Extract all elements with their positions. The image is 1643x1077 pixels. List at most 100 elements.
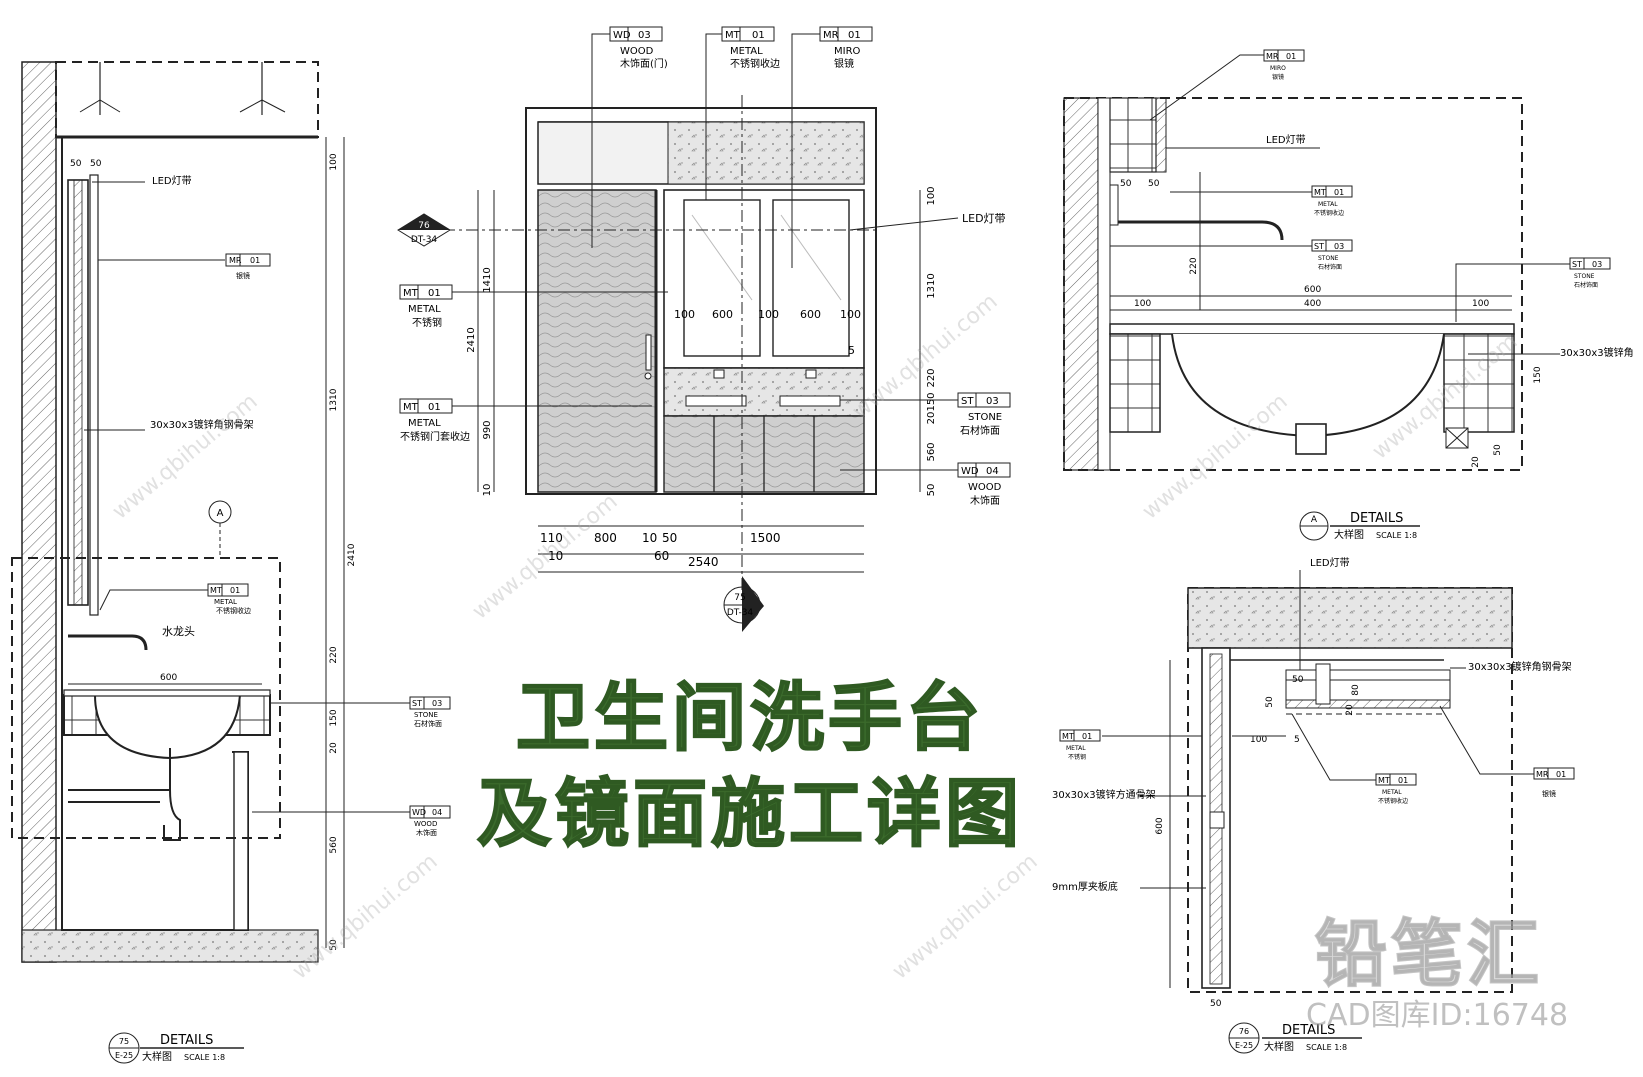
tag-code: ST	[1572, 260, 1582, 269]
middle-elevation: 76 DT-34 75 DT-34 1410 2410 990 10 100 1…	[397, 26, 1011, 632]
dim: 5	[848, 344, 855, 357]
dim: 220	[926, 368, 937, 387]
detail-num: 75	[119, 1037, 129, 1046]
tag-wd04-mid: WD 04 WOOD 木饰面	[840, 462, 1011, 507]
elev-bottom-dims: 110 800 10 50 1500 10 60 2540	[540, 531, 781, 569]
dim: 600	[1304, 285, 1321, 295]
tag-mr01-top: MR 01 MIRO 银镜	[791, 26, 873, 268]
watermark-logo: 铅笔汇	[1314, 911, 1544, 997]
mark-num: 75	[734, 593, 745, 603]
dim: 100	[1134, 299, 1151, 309]
dim: 50	[926, 484, 937, 497]
tag-code: ST	[412, 699, 422, 708]
tag-cn: 银镜	[834, 57, 854, 70]
tag-mt01-p2: MT 01 METAL 不锈钢收边	[1291, 713, 1417, 805]
tag-num: 01	[1334, 188, 1344, 197]
tag-num: 03	[1592, 260, 1602, 269]
tag-num: 01	[230, 586, 240, 595]
tag-mt01-p: MT 01 METAL 不锈钢	[1059, 729, 1202, 761]
dim: 60	[654, 549, 669, 563]
dim: 100	[758, 308, 779, 321]
detail-a-dims: 50 50 220 600 100 400 100 150 20 50	[1120, 179, 1543, 468]
tag-en: WOOD	[414, 820, 437, 828]
dim: 50	[1210, 999, 1222, 1009]
watermark-site: www.qbihui.com	[288, 849, 443, 984]
tag-cn: 石材饰面	[414, 719, 442, 728]
led-label: LED灯带	[152, 175, 192, 187]
dim: 1410	[482, 267, 493, 292]
dim: 20	[1471, 456, 1481, 468]
tag-cn: 不锈钢门套收边	[400, 430, 470, 443]
elev-right-dims: 100 1310 220 150 20 560 50	[926, 186, 937, 496]
tag-code: WD	[613, 30, 631, 41]
tag-code: WD	[412, 808, 426, 817]
tag-code: MT	[1062, 732, 1074, 741]
tag-mt01-left1: MT 01 METAL 不锈钢	[399, 284, 668, 329]
tag-num: 03	[1334, 242, 1344, 251]
detail-a: 50 50 220 600 100 400 100 150 20 50 LED灯…	[1063, 49, 1634, 541]
tag-code: MT	[1314, 188, 1326, 197]
dim: 100	[1250, 735, 1267, 745]
drawing-title: 卫生间洗手台 及镜面施工详图	[470, 670, 1030, 862]
detail-ref: E-25	[115, 1051, 133, 1060]
tag-cn: 不锈钢收边	[1378, 797, 1408, 805]
tag-code: MR	[229, 256, 242, 265]
dim: 990	[482, 420, 493, 439]
tag-st03-a2: ST 03 STONE 石材饰面	[1455, 257, 1611, 322]
tag-wd03: WD 03 WOOD 木饰面(门)	[591, 26, 668, 248]
drawing-title-line2: 及镜面施工详图	[476, 770, 1023, 858]
dim: 600	[160, 673, 177, 683]
detail-scale: SCALE 1:8	[184, 1053, 225, 1062]
dim: 220	[1189, 257, 1199, 274]
angle-frame-label-plan: 30x30x3镀锌角钢骨架	[1468, 660, 1572, 673]
tag-mt01-sec: MT 01 METAL 不锈钢收边	[99, 583, 251, 615]
dim: 50	[70, 159, 82, 169]
watermark-site: www.qbihui.com	[108, 389, 263, 524]
tag-cn: 银镜	[1272, 73, 1284, 81]
tag-num: 04	[986, 466, 999, 477]
tag-wd04-sec: WD 04 WOOD 木饰面	[252, 805, 451, 837]
dim: 220	[329, 646, 339, 663]
drawing-title-line1: 卫生间洗手台	[515, 674, 984, 762]
tag-num: 01	[848, 30, 861, 41]
dim: 150	[1533, 366, 1543, 383]
tag-en: METAL	[1382, 789, 1402, 796]
faucet-label: 水龙头	[162, 625, 195, 638]
watermark-id: CAD图库ID:16748	[1306, 998, 1569, 1033]
tag-num: 01	[1398, 776, 1408, 785]
detail-cn: 大样图	[1264, 1040, 1294, 1053]
detail-scale: SCALE 1:8	[1306, 1043, 1347, 1052]
tag-cn: 不锈钢	[1068, 753, 1086, 761]
dim: 50	[1148, 179, 1160, 189]
detail-num: A	[1311, 515, 1318, 525]
section-mark-76: 76 DT-34	[397, 213, 451, 247]
left-section-dims: 100 1310 220 150 20 560 50 2410 50 50 60…	[70, 153, 357, 951]
tag-en: WOOD	[620, 46, 654, 57]
dim: 10	[642, 531, 657, 545]
tag-cn: 不锈钢收边	[216, 606, 251, 615]
dim-total: 2540	[688, 555, 719, 569]
dim: 50	[90, 159, 102, 169]
dim: 50	[1292, 675, 1304, 685]
tag-en: STONE	[1574, 273, 1595, 280]
dim-total: 2410	[347, 543, 357, 566]
dim: 560	[329, 836, 339, 853]
mark-ref: DT-34	[727, 608, 754, 618]
dim: 2410	[466, 327, 477, 352]
dim: 400	[1304, 299, 1321, 309]
tag-code: MR	[1536, 770, 1549, 779]
tag-st03-mid: ST 03 STONE 石材饰面	[840, 392, 1011, 437]
detail-title-plan: 76 E-25 DETAILS 大样图 SCALE 1:8	[1228, 1022, 1362, 1054]
tag-mt01-a: MT 01 METAL 不锈钢收边	[1170, 185, 1353, 217]
square-frame-label: 30x30x3镀锌方通骨架	[1052, 788, 1156, 801]
dim: 20	[926, 412, 937, 425]
tag-num: 04	[432, 808, 442, 817]
dim: 5	[1294, 735, 1300, 745]
tag-st03-sec: ST 03 STONE 石材饰面	[270, 696, 451, 728]
tag-cn: 石材饰面	[960, 424, 1000, 437]
tag-num: 01	[428, 402, 441, 413]
tag-cn: 不锈钢收边	[1314, 209, 1344, 217]
tag-mr01-p: MR 01 银镜	[1439, 705, 1575, 798]
detail-title-left: 75 E-25 DETAILS 大样图 SCALE 1:8	[108, 1032, 244, 1064]
